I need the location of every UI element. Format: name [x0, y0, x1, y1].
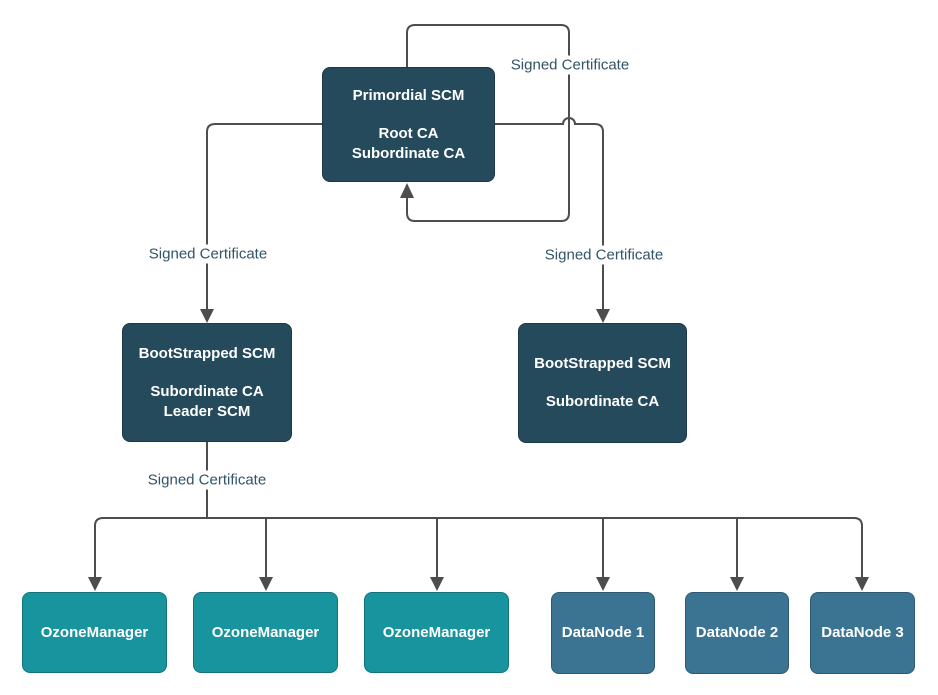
node-role: Subordinate CA: [351, 144, 466, 162]
bus-arrowhead-icon: [88, 577, 102, 591]
left-branch-connector: [206, 123, 322, 309]
edge-label-right-branch: Signed Certificate: [541, 245, 667, 265]
node-role: Root CA: [378, 124, 439, 142]
node-title: Primordial SCM: [352, 86, 465, 104]
node-title: BootStrapped SCM: [534, 355, 671, 372]
node-bootstrapped-scm: BootStrapped SCM Subordinate CA: [518, 323, 687, 443]
node-title: DataNode 1: [561, 624, 645, 641]
bus-arrowhead-icon: [259, 577, 273, 591]
node-title: DataNode 2: [695, 624, 779, 641]
right-branch-connector: [495, 117, 604, 309]
edge-label-bus: Signed Certificate: [144, 470, 270, 490]
node-role: Subordinate CA: [150, 382, 264, 400]
bus-arrowhead-icon: [596, 577, 610, 591]
node-datanode-2: DataNode 2: [685, 592, 789, 674]
node-primordial-scm: Primordial SCM Root CA Subordinate CA: [322, 67, 495, 182]
right-branch-arrowhead-icon: [596, 309, 610, 323]
node-ozone-manager-1: OzoneManager: [22, 592, 167, 673]
bus-arrowhead-icon: [855, 577, 869, 591]
self-loop-arrowhead-icon: [400, 183, 414, 198]
edge-label-self-loop: Signed Certificate: [507, 55, 633, 75]
node-role: Leader SCM: [163, 402, 251, 420]
node-title: BootStrapped SCM: [138, 344, 276, 362]
node-ozone-manager-2: OzoneManager: [193, 592, 338, 673]
left-branch-arrowhead-icon: [200, 309, 214, 323]
node-datanode-3: DataNode 3: [810, 592, 915, 674]
bus-arrowhead-icon: [730, 577, 744, 591]
node-ozone-manager-3: OzoneManager: [364, 592, 509, 673]
distribution-bus-connector: [94, 517, 863, 577]
node-role: Subordinate CA: [545, 393, 660, 410]
edge-label-left-branch: Signed Certificate: [145, 244, 271, 264]
node-title: OzoneManager: [382, 623, 491, 641]
node-title: DataNode 3: [821, 624, 904, 641]
self-loop-connector: [406, 24, 570, 222]
node-bootstrapped-scm-leader: BootStrapped SCM Subordinate CA Leader S…: [122, 323, 292, 442]
node-datanode-1: DataNode 1: [551, 592, 655, 674]
node-title: OzoneManager: [40, 623, 149, 641]
bus-arrowhead-icon: [430, 577, 444, 591]
node-title: OzoneManager: [211, 623, 320, 641]
